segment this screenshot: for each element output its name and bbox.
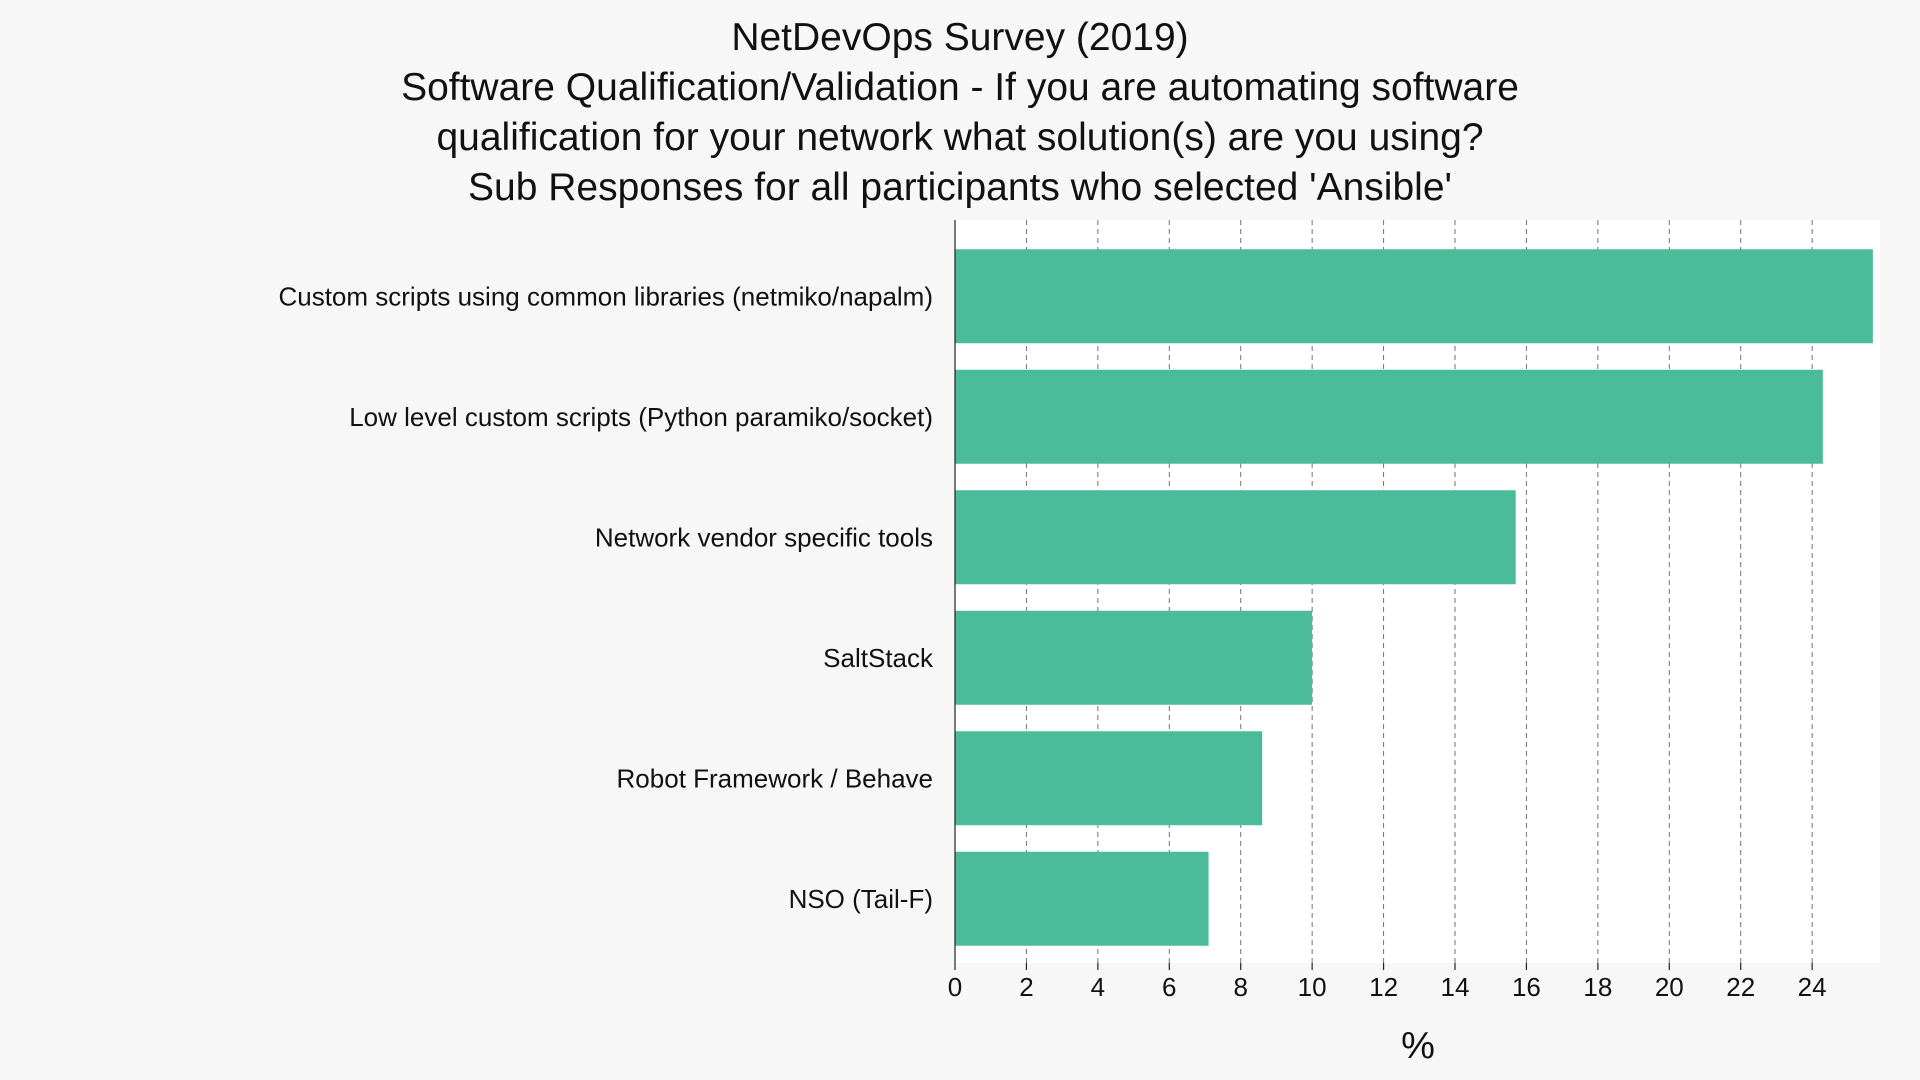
chart-title-line-1: NetDevOps Survey (2019) bbox=[731, 16, 1188, 59]
x-tick-label: 0 bbox=[948, 972, 962, 1002]
category-labels: Custom scripts using common libraries (n… bbox=[278, 281, 934, 914]
x-tick-label: 6 bbox=[1162, 972, 1176, 1002]
x-tick-label: 14 bbox=[1441, 972, 1470, 1002]
x-tick-label: 22 bbox=[1726, 972, 1755, 1002]
chart-title-line-2: Software Qualification/Validation - If y… bbox=[401, 66, 1519, 109]
bars bbox=[955, 249, 1873, 946]
x-axis-title: % bbox=[1401, 1025, 1435, 1067]
bar bbox=[955, 490, 1516, 585]
category-label: Robot Framework / Behave bbox=[617, 763, 933, 793]
bar bbox=[955, 249, 1873, 344]
x-tick-label: 12 bbox=[1369, 972, 1398, 1002]
x-tick-label: 20 bbox=[1655, 972, 1684, 1002]
category-label: Custom scripts using common libraries (n… bbox=[278, 281, 933, 311]
x-tick-label: 16 bbox=[1512, 972, 1541, 1002]
bar bbox=[955, 610, 1313, 705]
category-label: Low level custom scripts (Python paramik… bbox=[349, 402, 933, 432]
x-tick-label: 4 bbox=[1091, 972, 1105, 1002]
category-label: NSO (Tail-F) bbox=[789, 884, 933, 914]
chart-title-line-4: Sub Responses for all participants who s… bbox=[468, 166, 1452, 209]
x-tick-label: 10 bbox=[1298, 972, 1327, 1002]
category-label: SaltStack bbox=[823, 643, 934, 673]
x-tick-label: 8 bbox=[1233, 972, 1247, 1002]
bar bbox=[955, 369, 1823, 464]
x-tick-label: 24 bbox=[1798, 972, 1827, 1002]
grid-lines bbox=[1025, 220, 1813, 963]
x-tick-label: 18 bbox=[1583, 972, 1612, 1002]
chart-title-line-3: qualification for your network what solu… bbox=[436, 116, 1483, 159]
plot-area bbox=[955, 220, 1880, 963]
category-label: Network vendor specific tools bbox=[595, 522, 933, 552]
bar bbox=[955, 731, 1263, 826]
x-tick-label: 2 bbox=[1019, 972, 1033, 1002]
chart-title: NetDevOps Survey (2019) Software Qualific… bbox=[401, 16, 1519, 209]
bar bbox=[955, 851, 1209, 946]
